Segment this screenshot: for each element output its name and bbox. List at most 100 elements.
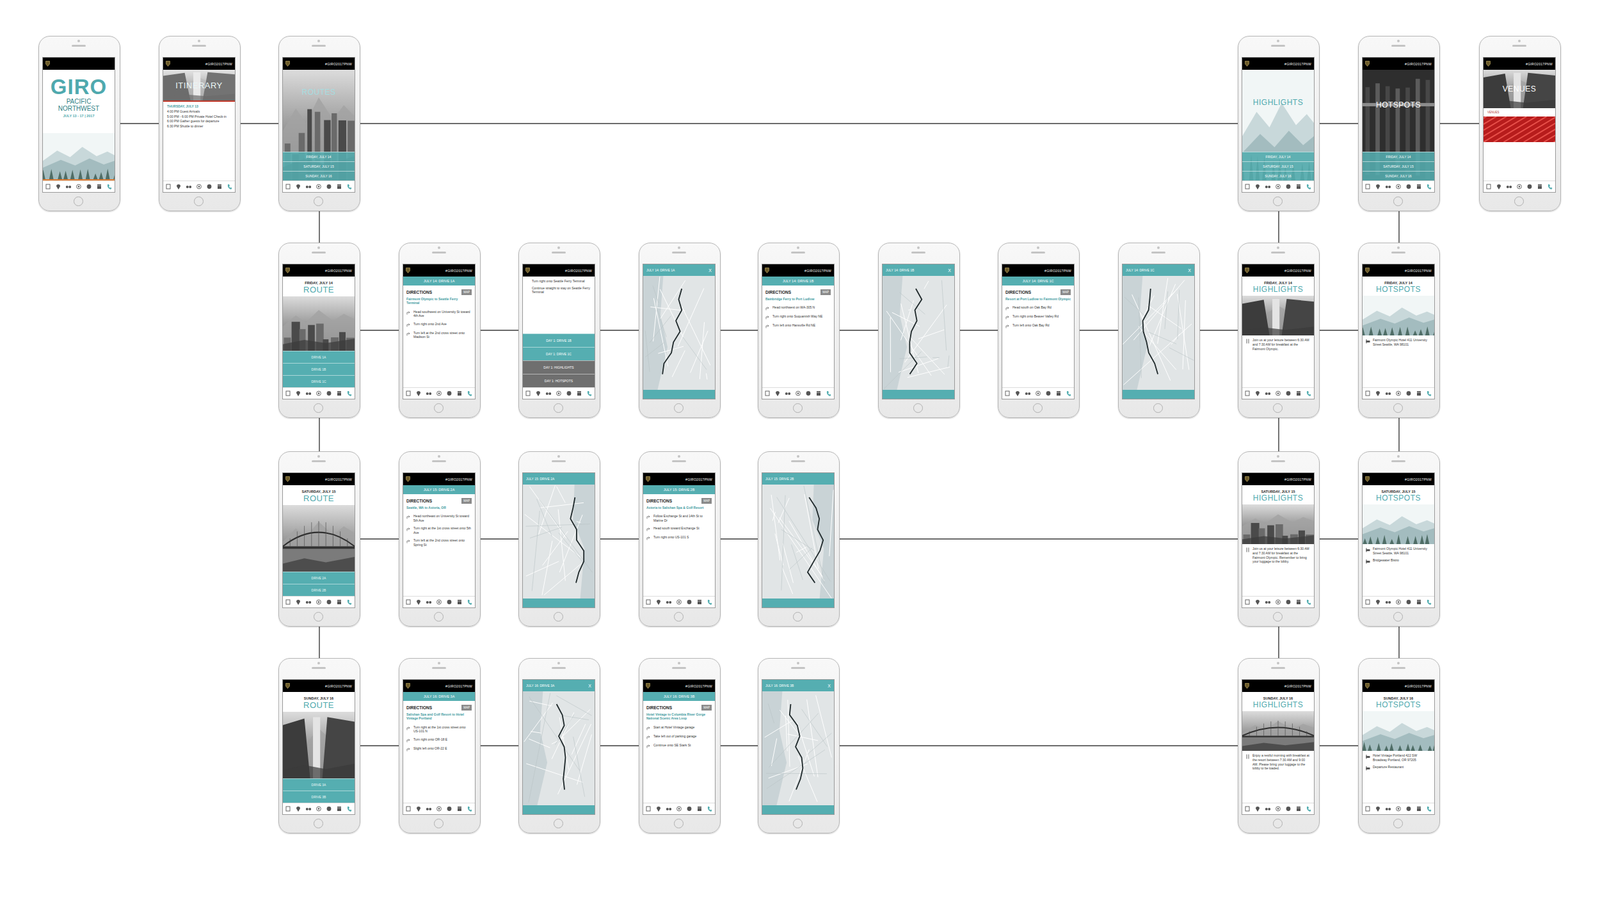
hotspots-icon xyxy=(198,185,201,188)
screen-content: GIROPACIFIC NORTHWESTJULY 13 - 17 | 2017 xyxy=(42,69,115,181)
hotspots-icon xyxy=(197,184,202,189)
calendar-icon xyxy=(1416,806,1421,811)
hotspots-icon xyxy=(316,599,322,605)
knife xyxy=(1248,547,1250,553)
mountain xyxy=(1242,721,1314,752)
highlights-icon xyxy=(65,185,69,189)
direction-step: Turn right at the 1st cross street onto … xyxy=(413,725,472,734)
road xyxy=(775,533,784,566)
route-line xyxy=(807,497,824,584)
direction-step: Turn left onto Oak Bay Rd xyxy=(1012,323,1071,328)
highlights-icon xyxy=(426,392,429,395)
calendar-icon xyxy=(337,600,342,602)
bridge-cable xyxy=(1278,720,1279,736)
logo-shield xyxy=(406,476,411,482)
calendar-icon xyxy=(697,600,702,602)
disabled-band: DAY 1: HIGHLIGHTS xyxy=(522,360,595,374)
hotspots-icon xyxy=(558,392,560,395)
tree xyxy=(1368,536,1373,544)
contact-icon xyxy=(1306,391,1312,397)
speaker-slot xyxy=(911,251,926,254)
phone-mockup: #GIRO2017PNWSATURDAY, JULY 15ROUTEDRIVE … xyxy=(278,451,361,627)
road xyxy=(816,695,832,758)
turn-icon xyxy=(765,305,770,311)
map-header: JULY 14: DRIVE 1CX xyxy=(1122,264,1195,276)
dining-icon xyxy=(1245,753,1250,760)
road xyxy=(947,355,950,367)
status-bar: #GIRO2017PNW xyxy=(1362,264,1435,277)
logo-shield xyxy=(166,61,171,67)
screen-content: JULY 16: DRIVE 3ADIRECTIONSMAPSalishan S… xyxy=(403,691,475,803)
disabled-band: DAY 1: HOTSPOTS xyxy=(522,373,595,388)
calendar-icon xyxy=(457,600,462,602)
tree xyxy=(1362,327,1366,336)
flow-connector xyxy=(1319,538,1359,539)
road xyxy=(787,699,790,767)
close-button: X xyxy=(588,683,592,688)
map-illustration xyxy=(762,484,834,599)
road xyxy=(908,309,911,311)
road xyxy=(558,532,585,564)
map-title: JULY 14: DRIVE 1A xyxy=(646,268,675,272)
venues-icon xyxy=(1406,391,1412,396)
highlights-icon xyxy=(1509,185,1512,189)
flow-connector xyxy=(600,744,639,746)
road xyxy=(791,544,803,580)
road xyxy=(556,486,566,504)
highlights-icon xyxy=(1025,392,1028,395)
calendar-icon xyxy=(337,391,342,396)
day-band: SATURDAY, JULY 15 xyxy=(1242,161,1314,171)
screen-content: JULY 14: DRIVE 1CDIRECTIONSMAPResort at … xyxy=(1002,276,1074,388)
route-subtitle: Hotel Vintage to Columbia River Gorge Na… xyxy=(643,712,715,724)
status-bar: #GIRO2017PNW xyxy=(1483,57,1556,70)
turn-arrow xyxy=(1006,325,1009,329)
road xyxy=(883,351,921,389)
screen-content: HOTSPOTSFRIDAY, JULY 14SATURDAY, JULY 15… xyxy=(1362,69,1435,181)
direction-step: Follow Exchange St and 14th St to Marine… xyxy=(653,513,712,523)
turn-icon xyxy=(765,323,770,329)
map-area xyxy=(1122,275,1195,390)
routes-icon xyxy=(416,391,421,397)
phone-screen: JULY 14: DRIVE 1CX xyxy=(1121,263,1195,400)
turn-icon xyxy=(406,725,411,731)
drive-title: JULY 16: DRIVE 3B xyxy=(643,694,715,699)
route-subtitle: Salishan Spa and Golf Resort to Hotel Vi… xyxy=(403,712,475,724)
camera-dot xyxy=(1397,246,1400,249)
status-bar: #GIRO2017PNW xyxy=(1242,472,1314,486)
phone-screen: #GIRO2017PNWTurn right onto Seattle Ferr… xyxy=(522,263,596,400)
camera-dot xyxy=(796,661,800,665)
screen-title: HOTSPOTS xyxy=(1362,493,1435,503)
screen-content: ROUTESFRIDAY, JULY 14SATURDAY, JULY 15SU… xyxy=(282,69,355,181)
map-area xyxy=(643,275,715,390)
map-ground xyxy=(643,275,715,390)
phone-screen: #GIRO2017PNWJULY 16: DRIVE 3BDIRECTIONSM… xyxy=(642,679,716,815)
date-heading: SUNDAY, JULY 16 xyxy=(1242,696,1314,701)
direction-step: Head south on Oak Bay Rd xyxy=(1012,305,1071,310)
itinerary-icon xyxy=(1365,391,1370,396)
highlights-icon xyxy=(1267,392,1271,395)
itinerary-icon xyxy=(1365,806,1370,811)
screen-title: ROUTE xyxy=(282,284,355,295)
map-illustration xyxy=(762,691,834,806)
phone-screen: #GIRO2017PNWJULY 15: DRIVE 2ADIRECTIONSM… xyxy=(402,472,476,608)
calendar-icon xyxy=(97,184,102,189)
far-mountain xyxy=(1362,516,1435,544)
road xyxy=(1148,332,1177,345)
header-band: JULY 14: DRIVE 1B xyxy=(762,276,834,286)
routes-icon xyxy=(1015,391,1020,397)
hotspots-icon xyxy=(437,599,442,605)
camera-dot xyxy=(1518,39,1521,43)
tree xyxy=(1389,538,1394,544)
home-button xyxy=(1393,611,1403,622)
speaker-slot xyxy=(311,251,326,254)
phone-mockup: #GIRO2017PNWJULY 15: DRIVE 2ADIRECTIONSM… xyxy=(398,451,481,627)
photo-ground xyxy=(1362,69,1435,181)
menu-item: DAY 1: HOTSPOTS xyxy=(522,378,595,383)
itinerary-icon xyxy=(286,599,290,605)
road xyxy=(789,520,825,582)
fork xyxy=(1246,339,1248,344)
tab-bar xyxy=(42,180,115,192)
road xyxy=(645,330,650,372)
photo-ground xyxy=(282,711,355,779)
map-footer xyxy=(643,389,715,399)
